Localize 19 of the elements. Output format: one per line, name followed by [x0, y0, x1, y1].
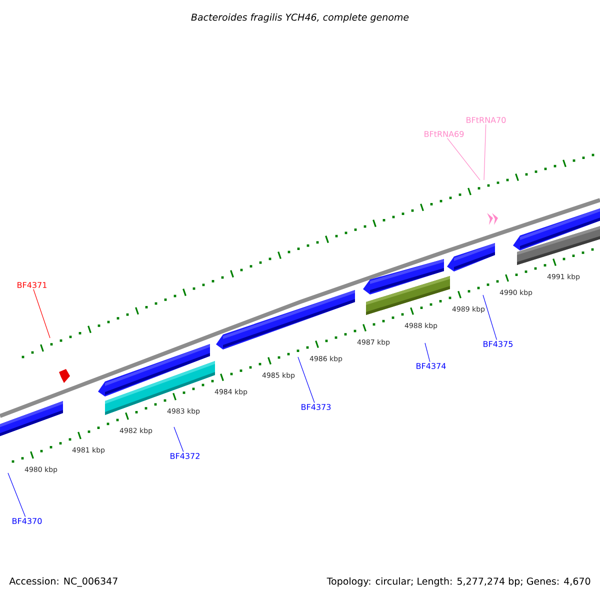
gene-label: BF4375: [484, 340, 513, 348]
leader-line: [482, 294, 498, 340]
gene-label: BFtRNA70: [466, 116, 506, 124]
leader-line: [33, 288, 50, 338]
gene-label: BF4371: [18, 282, 46, 288]
leader-line: [424, 342, 430, 362]
accession-text: Accession: NC_006347: [9, 577, 118, 587]
leader-line: [8, 472, 26, 518]
leader-line: [298, 356, 315, 404]
gene-label: BF4372: [170, 452, 200, 460]
genome-info-text: Topology: circular; Length: 5,277,274 bp; Genes: 4,670: [326, 577, 590, 587]
gene-label: BF4374: [416, 362, 446, 370]
leader-line: [484, 124, 486, 180]
title: Bacteroides fragilis YCH46, complete genome: [191, 13, 409, 23]
leader-line: [174, 426, 184, 452]
leader-line: [447, 138, 480, 180]
gene-label: BF4373: [302, 404, 331, 410]
gene-label: BF4370: [12, 518, 42, 524]
gene-label: BFtRNA69: [424, 130, 464, 138]
